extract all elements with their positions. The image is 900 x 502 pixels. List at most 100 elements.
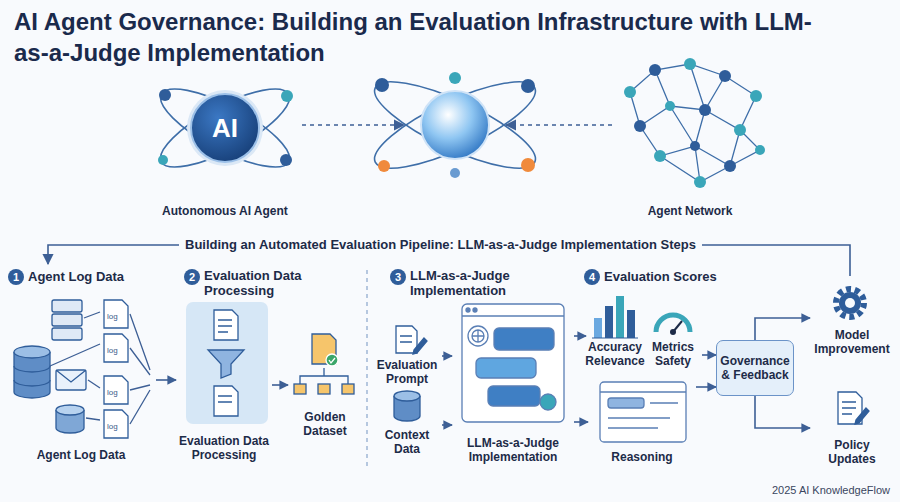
connector (442, 424, 452, 426)
shape (52, 328, 82, 340)
shape (14, 366, 50, 386)
processing-panel (186, 302, 268, 424)
reasoning-node: Reasoning (588, 378, 696, 466)
gear-icon (836, 289, 864, 317)
shape (396, 326, 417, 353)
shape (608, 398, 644, 408)
shape (400, 336, 412, 342)
shape (159, 89, 171, 101)
shape (186, 302, 268, 424)
network-dots (624, 58, 765, 188)
shape (375, 78, 389, 92)
shape (839, 292, 861, 314)
shape (208, 350, 244, 378)
connector (755, 396, 810, 428)
judge-window (462, 304, 564, 422)
log-sources (14, 300, 150, 438)
doc-tag: log (107, 346, 118, 355)
callout-number: 1 (8, 269, 24, 285)
node-caption: Golden Dataset (290, 410, 360, 438)
shape (521, 79, 535, 93)
shape (855, 408, 869, 424)
processing-node: Evaluation Data Processing (176, 296, 272, 464)
node-caption: Reasoning (611, 450, 672, 464)
shape (488, 386, 540, 406)
shape (14, 352, 50, 398)
shape (836, 289, 864, 317)
shape (690, 141, 700, 151)
shape (318, 384, 330, 394)
dashed-arrow (506, 124, 612, 126)
callout-number: 2 (184, 269, 200, 285)
node-caption: Evaluation Data Processing (178, 434, 270, 462)
shape (630, 64, 760, 182)
connector (272, 384, 288, 386)
shape (699, 104, 711, 116)
node-caption: Policy Updates (812, 438, 892, 466)
node-caption: Governance & Feedback (720, 354, 789, 382)
shape (466, 308, 470, 312)
shape (654, 150, 666, 162)
shape (600, 391, 686, 392)
shape (50, 312, 100, 420)
shape (842, 402, 856, 414)
step-heading: Evaluation Data Processing (204, 268, 316, 298)
shape (750, 90, 762, 102)
shape (670, 329, 676, 335)
network-node: Agent Network (615, 60, 765, 220)
shape (329, 358, 335, 363)
shape (608, 403, 678, 428)
node-caption: LLM-as-a-Judge Implementation (454, 436, 572, 464)
shape (694, 176, 706, 188)
shape (56, 370, 86, 382)
doc-tag: log (107, 388, 118, 397)
score-charts (592, 296, 690, 338)
connector (755, 318, 810, 340)
shape (56, 405, 84, 415)
step-heading: Evaluation Scores (604, 269, 754, 284)
shape (592, 337, 638, 338)
divider (366, 270, 367, 468)
shape (605, 306, 613, 338)
shape (600, 382, 686, 442)
connector (574, 421, 588, 423)
shape (158, 155, 168, 165)
shape (52, 300, 82, 312)
title: AI Agent Governance: Building an Evaluat… (14, 6, 844, 68)
shape (14, 346, 50, 358)
golden-dataset-icon (294, 334, 354, 394)
shape (634, 120, 646, 132)
band-title: Building an Automated Evaluation Pipelin… (179, 237, 702, 253)
agent-icon-node: AIAutonomous AI Agent (150, 88, 300, 220)
shape (56, 370, 86, 390)
shape (684, 58, 696, 70)
shape (616, 296, 624, 338)
shape (627, 310, 635, 338)
callout-number: 3 (390, 269, 406, 285)
reasoning-window (600, 382, 686, 442)
shape (755, 145, 765, 155)
network-icon (630, 64, 760, 182)
node-caption: Evaluation Prompt (374, 358, 440, 386)
connector (696, 386, 716, 388)
shape (326, 354, 338, 366)
callout-number: 4 (584, 269, 600, 285)
policy-doc-icon (838, 392, 869, 424)
shape (394, 391, 420, 401)
outcome-node: Model Improvement (810, 278, 894, 358)
step-heading: LLM-as-a-Judge Implementation (410, 268, 534, 298)
shape (462, 315, 564, 316)
shape (594, 318, 602, 338)
node-caption: Autonomous AI Agent (162, 204, 288, 218)
judge-node: LLM-as-a-Judge Implementation (452, 302, 574, 466)
shape (540, 394, 556, 410)
node-caption: Agent Network (648, 204, 733, 218)
shape (421, 91, 489, 159)
step-heading: Agent Log Data (28, 269, 178, 284)
shape (294, 384, 306, 394)
shape (130, 314, 150, 424)
shape (472, 330, 484, 342)
shape (468, 326, 488, 346)
shape (665, 101, 675, 111)
